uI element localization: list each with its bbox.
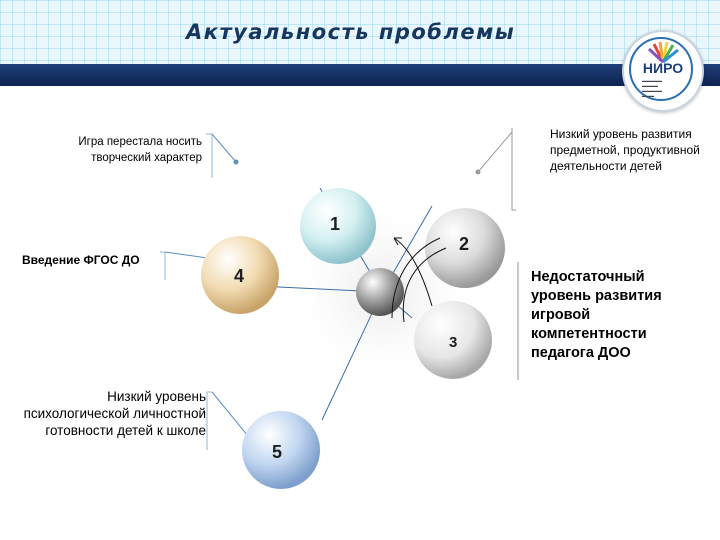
connector-line — [206, 133, 213, 178]
arrow-head — [393, 237, 402, 246]
logo-text: НИРО — [642, 60, 684, 76]
header-band — [0, 64, 720, 86]
node-5-number: 5 — [272, 442, 283, 462]
curved-arrow — [393, 237, 433, 307]
logo-emblem-icon — [647, 41, 679, 64]
node-2-number: 2 — [459, 234, 470, 254]
logo-small-text: ▬▬▬▬▬▬▬▬▬▬▬▬▬▬▬▬▬ — [642, 78, 662, 98]
label-mid-right: Недостаточный уровень развития игровой к… — [531, 269, 662, 361]
connector-line — [211, 133, 237, 163]
page-title: Актуальность проблемы — [186, 20, 516, 44]
node-3-sphere — [414, 301, 492, 379]
label-top-right: Низкий уровень развития предметной, прод… — [550, 127, 700, 173]
node-4-sphere — [201, 236, 279, 314]
curved-arrow — [391, 237, 441, 319]
node-2-sphere — [425, 208, 505, 288]
node-1-number: 1 — [330, 214, 341, 234]
label-mid-left: Введение ФГОС ДО — [22, 253, 140, 267]
niro-logo: НИРО ▬▬▬▬▬▬▬▬▬▬▬▬▬▬▬▬▬ — [622, 30, 704, 112]
logo-ring — [629, 37, 693, 101]
node-3-number: 3 — [449, 334, 458, 351]
label-bottom-left: Низкий уровень психологической личностно… — [23, 389, 206, 438]
node-4-number: 4 — [234, 266, 245, 286]
connector-dot — [233, 159, 239, 165]
label-top-left: Игра перестала носить творческий характе… — [78, 136, 202, 164]
connector-line — [160, 251, 166, 280]
header-grid-background — [0, 0, 720, 64]
node-1-sphere — [300, 188, 376, 264]
connector-line — [511, 128, 516, 211]
node-5-sphere — [242, 411, 320, 489]
connector-line — [206, 391, 212, 450]
connector-dot — [475, 169, 481, 175]
connector-line — [477, 131, 513, 173]
curved-arrow — [402, 247, 447, 323]
center-sphere — [356, 268, 404, 316]
